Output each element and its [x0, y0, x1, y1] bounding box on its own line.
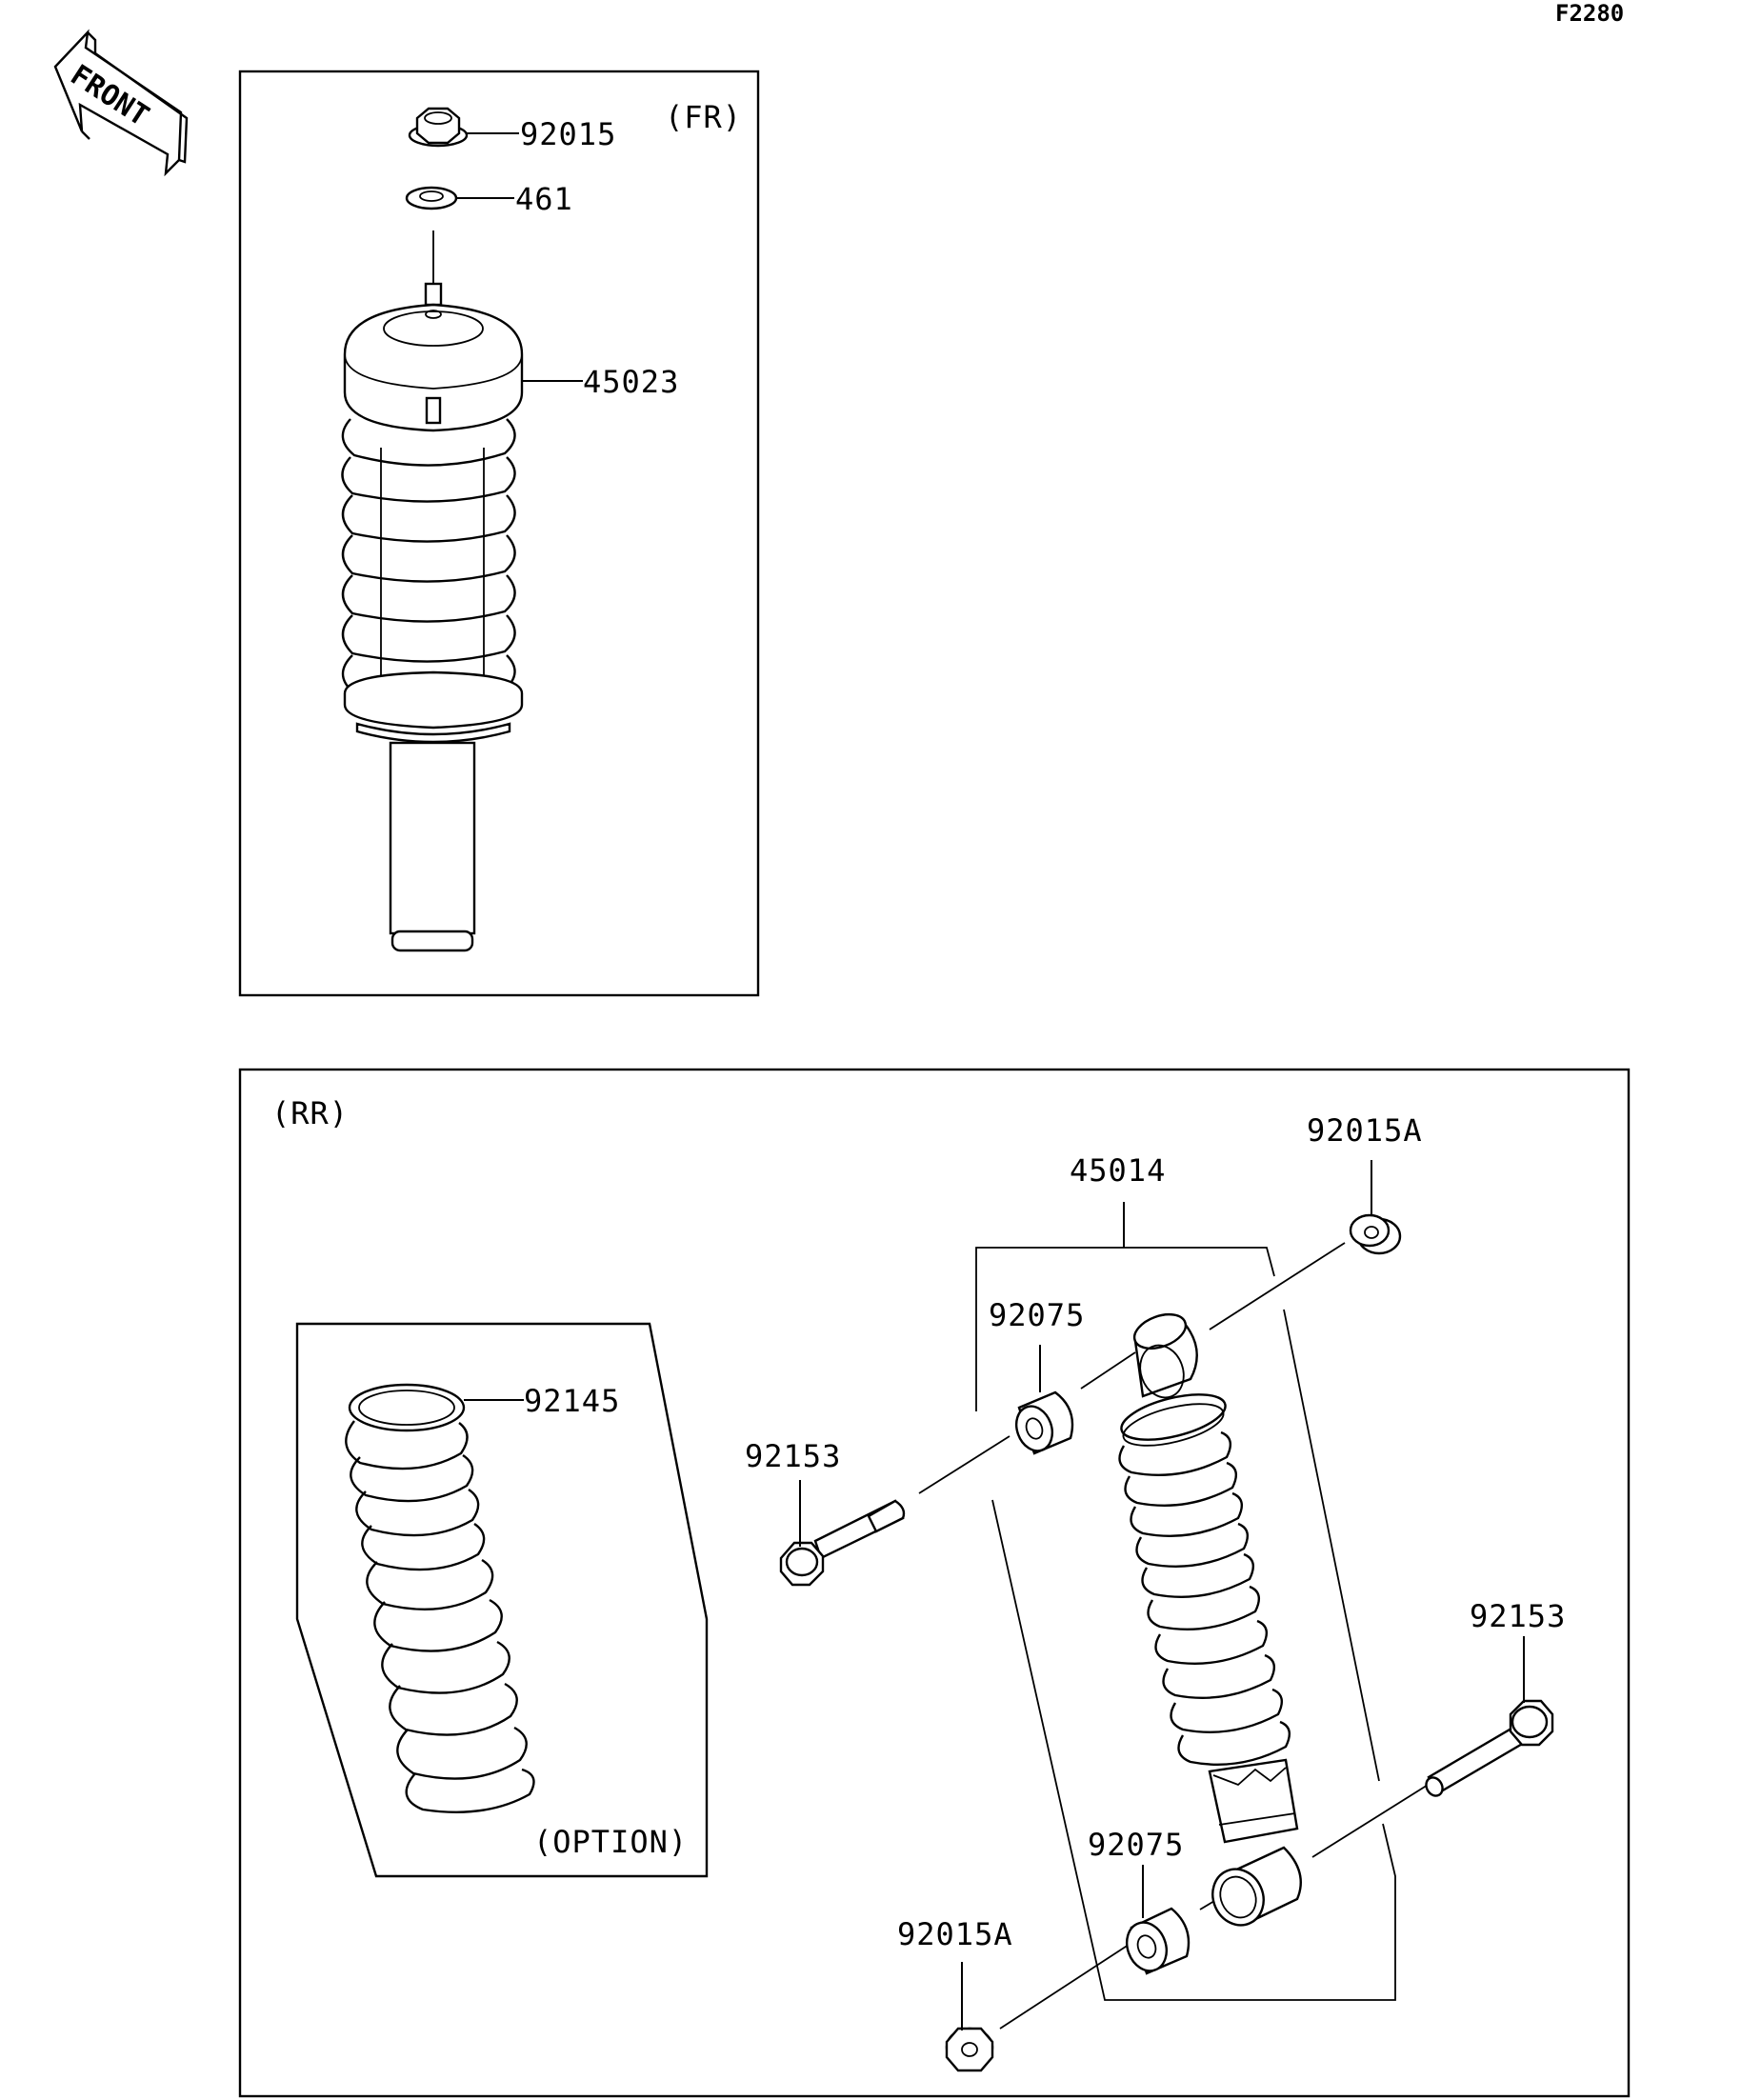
front-section: (FR) 92015 461: [238, 70, 760, 997]
upper-collar-icon: [1132, 1312, 1198, 1399]
part-label-45014: 45014: [1070, 1152, 1166, 1189]
lower-collar-icon: [1211, 1846, 1302, 1927]
rear-section-title: (RR): [271, 1095, 349, 1131]
coil-spring-icon: [345, 1383, 535, 1813]
bolt-left-icon: [779, 1499, 906, 1587]
bush-upper-icon: [1014, 1390, 1074, 1455]
part-label-92015A-upper: 92015A: [1307, 1112, 1423, 1149]
part-label-92075-upper: 92075: [989, 1297, 1085, 1333]
part-label-92153-left: 92153: [745, 1438, 841, 1474]
flange-nut-icon: [408, 107, 469, 148]
part-label-45023: 45023: [583, 364, 679, 400]
bush-lower-icon: [1126, 1907, 1191, 1975]
rear-section: (RR) (OPTION) 92145: [238, 1068, 1631, 2098]
front-section-title: (FR): [665, 99, 742, 135]
rear-shock-absorber-icon: [1118, 1393, 1299, 1844]
part-label-92153-right: 92153: [1470, 1598, 1566, 1634]
sheet-code: F2280: [1555, 0, 1624, 27]
part-label-92015A-lower: 92015A: [897, 1916, 1013, 1952]
bolt-right-icon: [1425, 1699, 1554, 1797]
flange-nut-lower-icon: [945, 2027, 994, 2072]
front-direction-arrow-icon: FRONT: [53, 29, 189, 177]
part-label-92075-lower: 92075: [1088, 1827, 1184, 1863]
part-label-92015: 92015: [520, 116, 616, 152]
front-shock-absorber-icon: [341, 230, 524, 952]
part-label-92145: 92145: [524, 1383, 620, 1419]
washer-icon: [405, 186, 458, 210]
flange-nut-upper-icon: [1349, 1213, 1402, 1255]
part-label-461: 461: [515, 181, 573, 217]
option-box: (OPTION) 92145: [295, 1322, 709, 1878]
assembly-bracket: [975, 1202, 1396, 2001]
option-box-title: (OPTION): [533, 1824, 688, 1860]
